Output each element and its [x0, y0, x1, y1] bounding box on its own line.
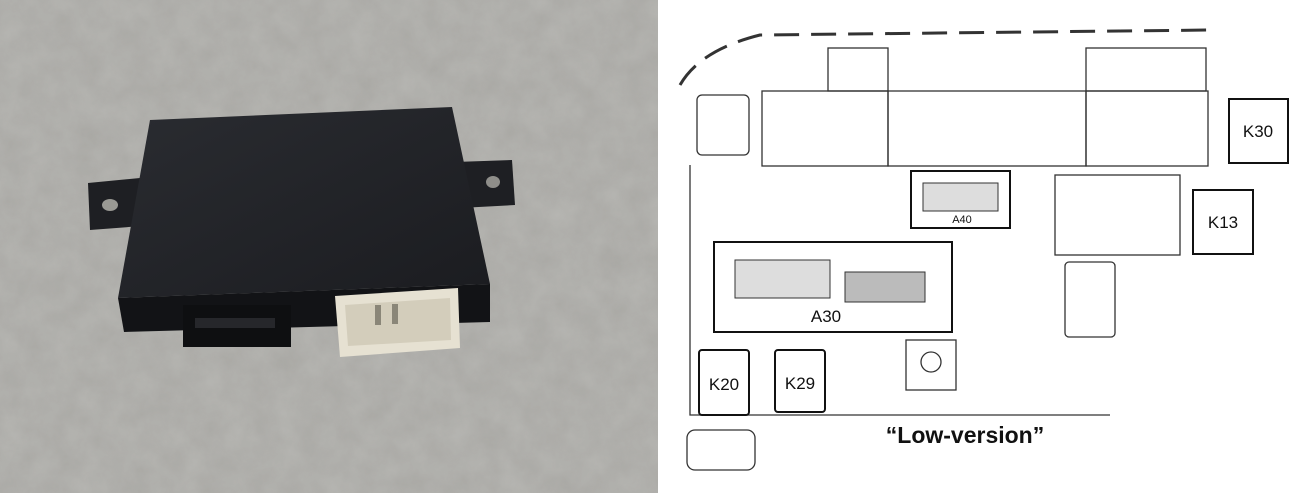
white-connector	[335, 288, 460, 357]
black-connector	[183, 305, 291, 347]
k20-label: K20	[709, 375, 739, 394]
dashed-outline	[678, 28, 1211, 86]
relay-block	[1064, 261, 1116, 338]
a30-label: A30	[811, 307, 841, 326]
k13-block: K13	[1192, 189, 1254, 255]
connector-plug	[686, 429, 756, 471]
diagram-caption: “Low-version”	[886, 422, 1044, 448]
module-bay	[761, 90, 889, 167]
module-bay	[887, 90, 1087, 167]
module-housing-top	[118, 107, 490, 298]
k29-block: K29	[774, 349, 826, 413]
fuse-box-diagram: K30 K13 A40 A30 K20 K29 “Low-version”	[660, 0, 1296, 493]
a40-block: A40	[910, 170, 1011, 229]
a30-block: A30	[713, 241, 953, 333]
module-bay	[1085, 90, 1209, 167]
k13-label: K13	[1208, 213, 1238, 232]
k29-label: K29	[785, 374, 815, 393]
relay-block	[696, 94, 750, 156]
k30-label: K30	[1243, 122, 1273, 141]
a40-label: A40	[952, 214, 972, 226]
k20-block: K20	[698, 349, 750, 416]
module-bay	[1054, 174, 1181, 256]
fuse-c	[905, 339, 957, 391]
mounting-tab-left	[88, 178, 142, 230]
k30-block: K30	[1228, 98, 1289, 164]
control-module-photo	[0, 0, 658, 493]
